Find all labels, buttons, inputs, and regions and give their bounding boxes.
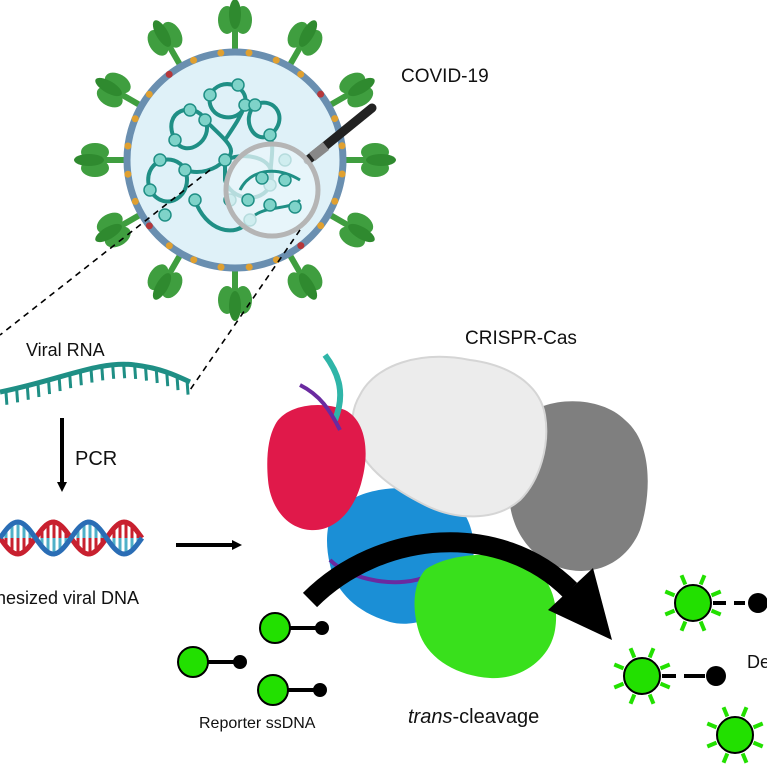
dna-double-helix	[0, 519, 145, 557]
spike-icon	[147, 20, 185, 70]
protein-red	[267, 405, 366, 531]
spike-icon	[325, 72, 375, 110]
reporter-ssdna-cleaved	[613, 574, 767, 764]
reporter-probe	[257, 674, 327, 706]
cleavage-text: -cleavage	[452, 706, 540, 728]
viral-rna-strand	[0, 361, 192, 405]
covid-label: COVID-19	[401, 66, 489, 87]
spike-icon	[285, 20, 323, 70]
pcr-label: PCR	[75, 448, 118, 470]
reporter-probe	[259, 612, 329, 644]
spike-icon	[147, 250, 185, 300]
spike-icon	[325, 210, 375, 248]
reporter-ssdna-intact	[177, 612, 329, 706]
synthesized-dna-label: hesized viral DNA	[0, 588, 140, 608]
detection-label: De	[747, 652, 767, 672]
trans-italic: trans	[408, 706, 453, 728]
crispr-cas-label: CRISPR-Cas	[465, 328, 577, 349]
membrane-proteins	[124, 49, 346, 271]
magnifier-icon	[223, 103, 377, 239]
virus	[74, 0, 396, 321]
spike-icon	[341, 143, 396, 177]
spike-icon	[95, 210, 145, 248]
spike-icon	[285, 250, 323, 300]
spike-proteins	[74, 0, 396, 321]
spike-icon	[95, 72, 145, 110]
reporter-probe	[177, 646, 247, 678]
reporter-ssdna-label: Reporter ssDNA	[199, 715, 316, 732]
trans-cleavage-label: trans-cleavage	[408, 706, 539, 729]
spike-icon	[218, 266, 252, 321]
zoom-lines	[0, 169, 301, 391]
fluorophore-glow	[613, 574, 764, 764]
spike-icon	[218, 0, 252, 54]
viral-rna-label: Viral RNA	[26, 340, 105, 360]
protein-green	[414, 554, 557, 679]
curved-arrow-icon	[302, 532, 612, 640]
spike-icon	[74, 143, 129, 177]
